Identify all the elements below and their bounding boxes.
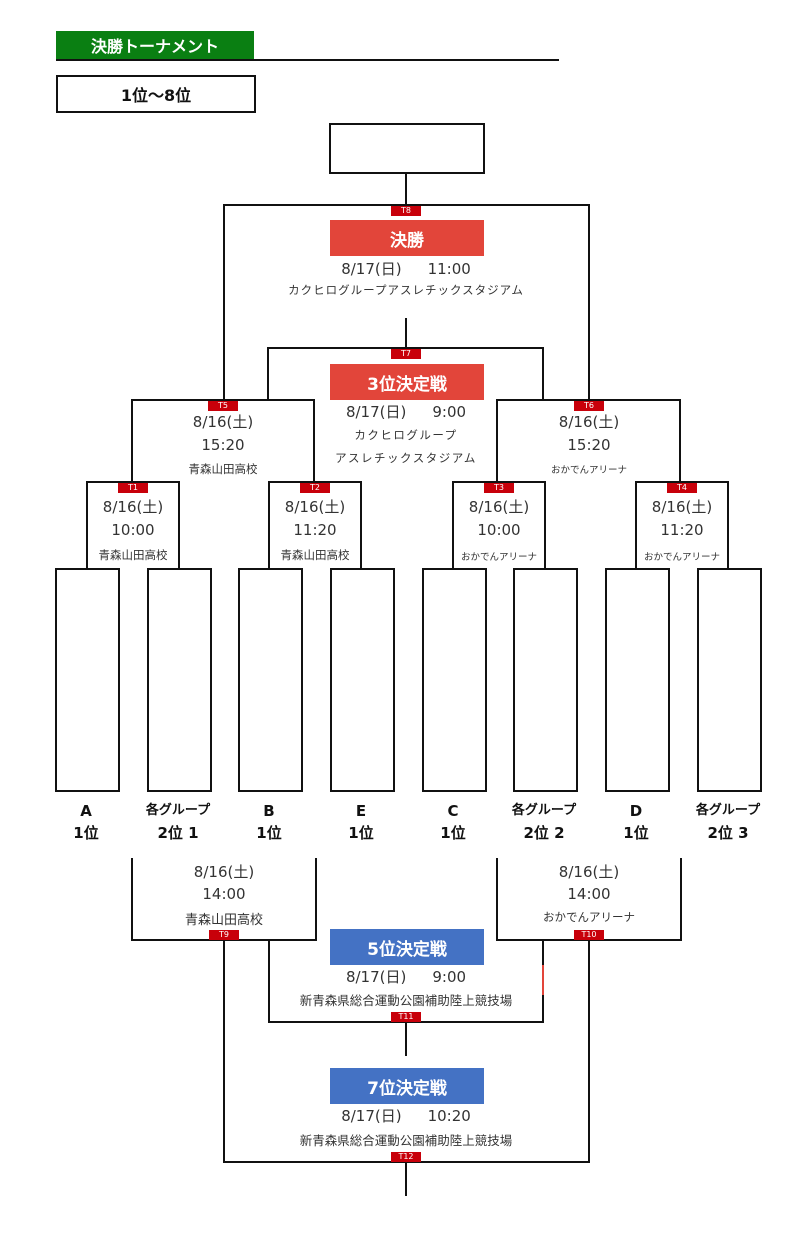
- match-tag-t6: T6: [574, 401, 604, 411]
- final-venue: カクヒログループアスレチックスタジアム: [288, 283, 524, 297]
- section-title: 決勝トーナメント: [56, 31, 254, 59]
- third-time: 9:00: [432, 403, 467, 421]
- match-tag-t8: T8: [391, 206, 421, 216]
- third-venue-line2: アスレチックスタジアム: [335, 451, 477, 465]
- range-label: 1位〜8位: [56, 75, 256, 113]
- semi2-bracket: [496, 399, 681, 482]
- final-time: 11:00: [427, 260, 471, 278]
- t3-date: 8/16(土): [468, 498, 530, 516]
- t6-venue: おかでんアリーナ: [550, 465, 627, 476]
- third-datetime: 8/17(日) 9:00: [306, 401, 506, 422]
- t5-date: 8/16(土): [192, 413, 254, 431]
- t4-date: 8/16(土): [651, 498, 713, 516]
- third-bracket: [267, 347, 544, 400]
- t5-time: 15:20: [201, 436, 245, 454]
- fifth-place-banner: 5位決定戦: [330, 929, 484, 965]
- t2-time: 11:20: [293, 521, 337, 539]
- t4-venue: おかでんアリーナ: [643, 552, 720, 563]
- third-place-banner: 3位決定戦: [330, 364, 484, 400]
- final-banner: 決勝: [330, 220, 484, 256]
- third-venue-line1: カクヒログループ: [354, 428, 458, 442]
- team-slot-6: [513, 568, 578, 792]
- fifth-date: 8/17(日): [345, 968, 407, 986]
- team-slot-3: [238, 568, 303, 792]
- t1-date: 8/16(土): [102, 498, 164, 516]
- match-tag-t4: T4: [667, 483, 697, 493]
- t2-venue: 青森山田高校: [280, 548, 350, 562]
- match-tag-t7: T7: [391, 349, 421, 359]
- match-tag-t10: T10: [574, 930, 604, 940]
- t3-venue: おかでんアリーナ: [460, 552, 537, 563]
- t4-time: 11:20: [660, 521, 704, 539]
- match-tag-t2: T2: [300, 483, 330, 493]
- final-date: 8/17(日): [341, 260, 402, 278]
- team-slot-8: [697, 568, 762, 792]
- qf4-bracket: [635, 481, 729, 568]
- match-tag-t12: T12: [391, 1152, 421, 1162]
- t9-venue: 青森山田高校: [184, 913, 263, 928]
- match-tag-t11: T11: [391, 1012, 421, 1022]
- t6-time: 15:20: [567, 436, 611, 454]
- t3-time: 10:00: [477, 521, 521, 539]
- fifth-venue: 新青森県総合運動公園補助陸上競技場: [299, 993, 513, 1008]
- t10-time: 14:00: [567, 885, 611, 903]
- seventh-place-banner: 7位決定戦: [330, 1068, 484, 1104]
- final-datetime: 8/17(日) 11:00: [306, 258, 506, 279]
- qf3-bracket: [452, 481, 546, 568]
- team-slot-5: [422, 568, 487, 792]
- third-date: 8/17(日): [345, 403, 407, 421]
- t9-time: 14:00: [202, 885, 246, 903]
- final-bracket: [223, 204, 590, 400]
- qf1-bracket: [86, 481, 180, 568]
- match-tag-t1: T1: [118, 483, 148, 493]
- t9-date: 8/16(土): [193, 863, 255, 881]
- qf2-bracket: [268, 481, 362, 568]
- match-tag-t3: T3: [484, 483, 514, 493]
- t2-date: 8/16(土): [284, 498, 346, 516]
- fifth-time: 9:00: [432, 968, 467, 986]
- semi1-bracket: [131, 399, 315, 482]
- t10-date: 8/16(土): [558, 863, 620, 881]
- match-tag-t9: T9: [209, 930, 239, 940]
- seventh-time: 10:20: [427, 1107, 471, 1125]
- t6-date: 8/16(土): [558, 413, 620, 431]
- seventh-datetime: 8/17(日) 10:20: [306, 1105, 506, 1126]
- t1-time: 10:00: [111, 521, 155, 539]
- match-tag-t5: T5: [208, 401, 238, 411]
- title-underline: [56, 59, 559, 61]
- team-slot-4: [330, 568, 395, 792]
- fifth-datetime: 8/17(日) 9:00: [306, 966, 506, 987]
- seventh-date: 8/17(日): [341, 1107, 402, 1125]
- team-slot-2: [147, 568, 212, 792]
- seventh-venue: 新青森県総合運動公園補助陸上競技場: [299, 1133, 513, 1148]
- t10-venue: おかでんアリーナ: [543, 910, 635, 924]
- team-slot-1: [55, 568, 120, 792]
- team-slot-7: [605, 568, 670, 792]
- t5-venue: 青森山田高校: [188, 462, 258, 476]
- t1-venue: 青森山田高校: [98, 548, 168, 562]
